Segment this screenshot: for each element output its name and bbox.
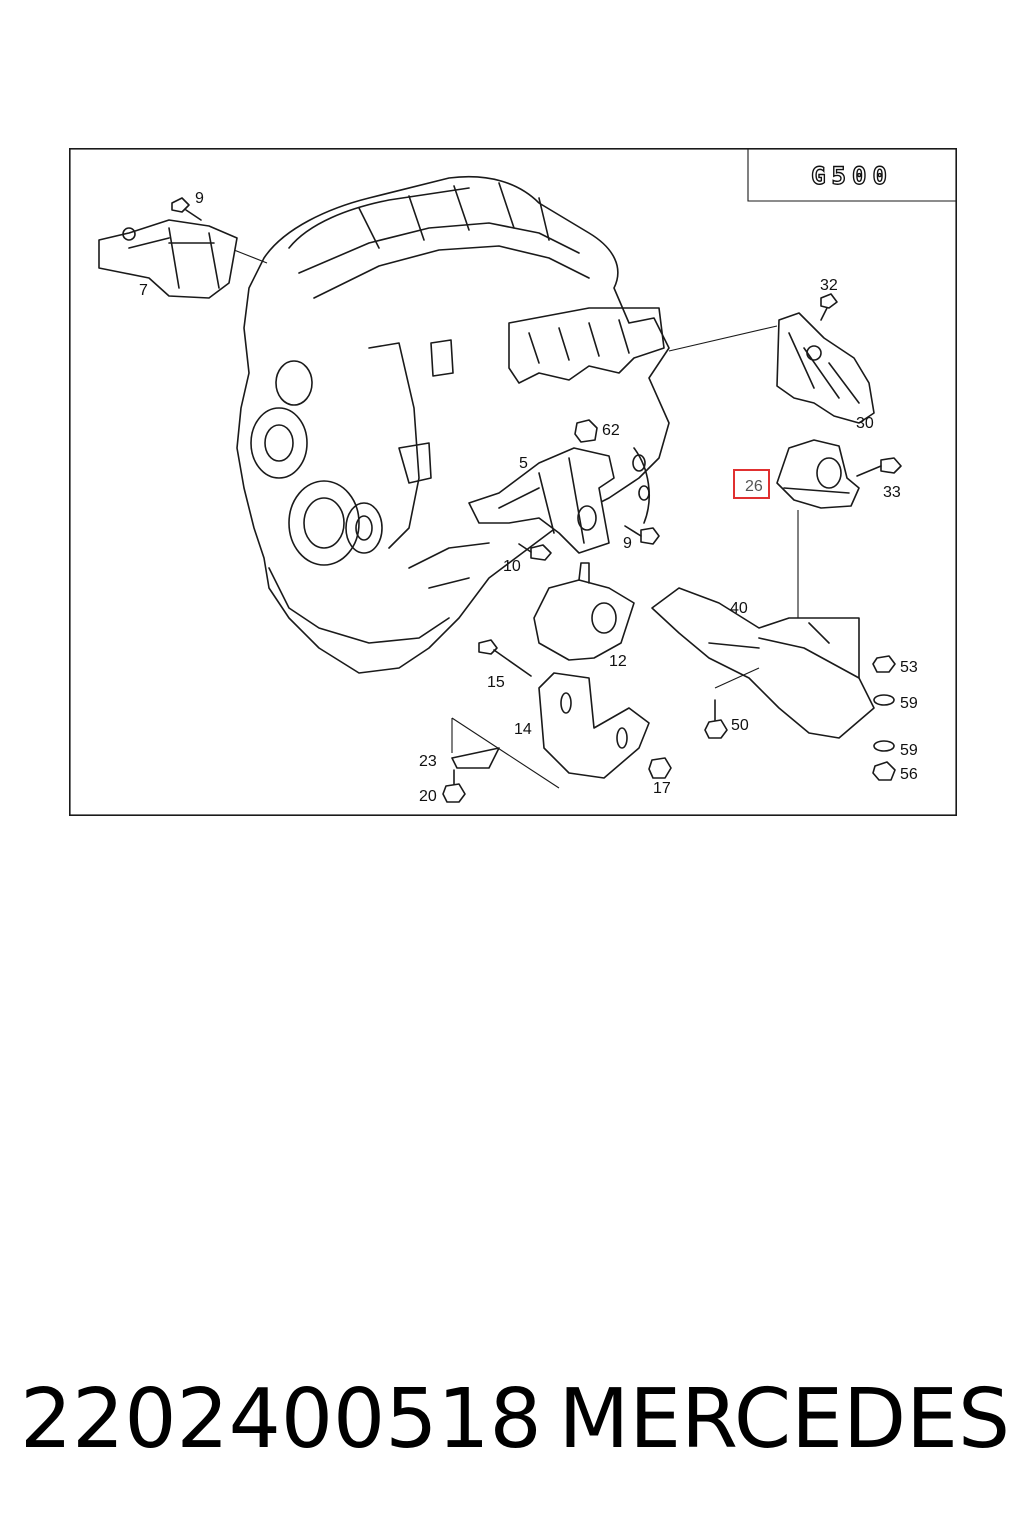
- callout-23: 23: [419, 753, 437, 770]
- caption-footer: 2202400518 MERCEDES: [20, 1365, 1010, 1475]
- highlight-box: [733, 469, 770, 499]
- part-40-crossmember: [651, 587, 875, 739]
- bolt-15: [478, 639, 532, 677]
- bolt-10: [518, 543, 552, 561]
- callout-59-bottom: 59: [900, 742, 918, 759]
- washer-59-bottom: [873, 740, 895, 752]
- bolt-32: [820, 293, 838, 321]
- part-number: 2202400518: [20, 1372, 542, 1467]
- callout-12: 12: [609, 653, 627, 670]
- engine-block: [228, 175, 778, 674]
- bolt-9-center: [624, 525, 660, 545]
- callout-26-highlight: 26: [733, 469, 770, 499]
- bolt-9-top: [171, 197, 202, 221]
- nut-62: [574, 419, 598, 443]
- part-7-bracket: [98, 219, 238, 299]
- callout-9-center: 9: [623, 535, 632, 552]
- callout-33: 33: [883, 484, 901, 501]
- callout-7: 7: [139, 282, 148, 299]
- part-14-bracket: [538, 672, 650, 779]
- bolt-33: [856, 457, 902, 477]
- callout-62: 62: [602, 422, 620, 439]
- nut-56: [872, 761, 896, 781]
- callout-53: 53: [900, 659, 918, 676]
- callout-26: 26: [745, 478, 763, 495]
- diagram-border: [69, 148, 957, 816]
- callout-56: 56: [900, 766, 918, 783]
- engine-mount-diagram-svg: G500: [69, 148, 957, 816]
- bolt-20: [442, 769, 466, 803]
- callout-32: 32: [820, 277, 838, 294]
- part-5-bracket: [468, 447, 615, 554]
- brand-name: MERCEDES: [558, 1372, 1010, 1467]
- part-12-rubber-mount: [533, 562, 635, 661]
- callout-59-top: 59: [900, 695, 918, 712]
- callout-50: 50: [731, 717, 749, 734]
- callout-15: 15: [487, 674, 505, 691]
- part-30-bracket: [776, 312, 875, 424]
- callout-14: 14: [514, 721, 532, 738]
- model-badge-text: G500: [811, 162, 893, 190]
- part-23-clip: [451, 717, 560, 789]
- bolt-53: [872, 655, 896, 673]
- callout-10: 10: [503, 558, 521, 575]
- callout-20: 20: [419, 788, 437, 805]
- callout-5: 5: [519, 455, 528, 472]
- callout-17: 17: [653, 780, 671, 797]
- model-badge: G500: [747, 148, 956, 202]
- part-26-engine-mount: [776, 439, 860, 509]
- callout-9-top: 9: [195, 190, 204, 207]
- callout-30: 30: [856, 415, 874, 432]
- washer-59-top: [873, 694, 895, 706]
- nut-17: [648, 757, 672, 779]
- parts-diagram: G500: [69, 148, 957, 816]
- callout-40: 40: [730, 600, 748, 617]
- bolt-50: [704, 667, 760, 739]
